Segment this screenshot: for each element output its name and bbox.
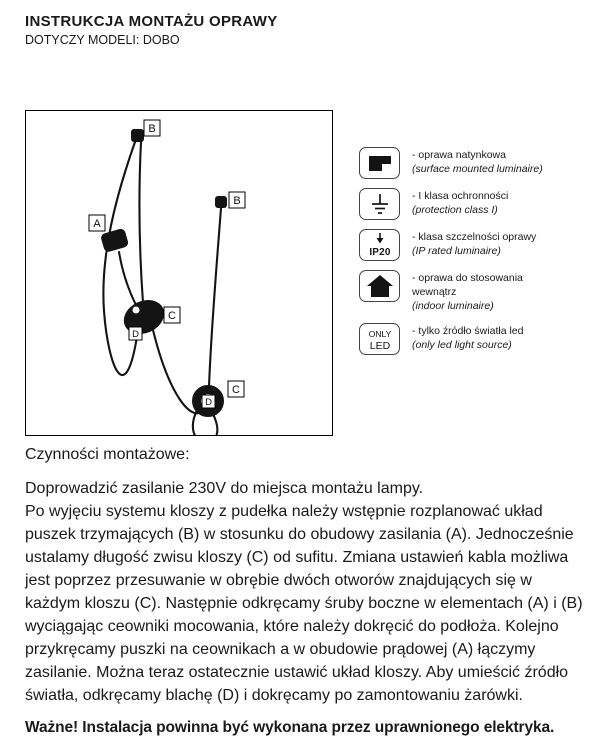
spec-line-en: (only led light source) [412,338,512,351]
label-B-top: B [143,119,161,137]
spec-line-en: (surface mounted luminaire) [412,162,543,175]
svg-text:D: D [205,397,212,408]
power-box [101,228,129,252]
house-icon [359,270,400,302]
surface-mount-icon [359,147,400,179]
spec-row-indoor: - oprawa do stosowania wewnątrz (indoor … [359,270,554,314]
label-C-lower: C [227,380,245,398]
svg-text:B: B [233,195,240,207]
instructions-paragraph: Doprowadzić zasilanie 230V do miejsca mo… [25,480,583,704]
assembly-diagram: A B B C C [25,110,333,436]
spec-line-pl: - klasa szczelności oprawy [412,231,537,243]
ceiling-anchor [131,129,144,142]
spec-line-en: (indoor luminaire) [412,299,494,312]
spec-text: - oprawa natynkowa (surface mounted lumi… [412,147,543,177]
svg-text:IP20: IP20 [369,247,391,258]
spec-row-ip-rating: IP20 - klasa szczelności oprawy (IP rate… [359,229,554,261]
label-C-upper: C [163,306,181,324]
page-title: INSTRUKCJA MONTAŻU OPRAWY [25,13,278,30]
middle-section: A B B C C [25,110,584,436]
cables [102,140,223,435]
spec-line-pl: - tylko źródło światła led [412,324,524,337]
cable-path [117,250,138,307]
svg-text:LED: LED [369,340,390,352]
warning-text: Ważne! Instalacja powinna być wykonana p… [25,719,555,736]
svg-text:ONLY: ONLY [368,329,391,339]
cable-path [138,140,145,305]
spec-row-protection-class: - I klasa ochronności (protection class … [359,188,554,220]
earth-ground-icon [359,188,400,220]
label-D-lower: D [201,394,216,409]
svg-text:D: D [132,329,139,340]
spec-text: - oprawa do stosowania wewnątrz (indoor … [412,270,554,314]
lamp-shade-upper [123,299,165,335]
spec-text: - klasa szczelności oprawy (IP rated lum… [412,229,536,259]
spec-text: - I klasa ochronności (protection class … [412,188,508,218]
cable-path [207,206,223,389]
spec-text: - tylko źródło światła led (only led lig… [412,323,523,353]
ip20-icon: IP20 [359,229,400,261]
spec-row-only-led: ONLY LED - tylko źródło światła led (onl… [359,322,554,355]
label-A: A [88,214,106,232]
instructions-section: Czynności montażowe: Doprowadzić zasilan… [25,446,584,737]
spec-line-pl: - I klasa ochronności [412,190,509,202]
diagram-labels: A B B C C [88,119,246,409]
spec-line-pl: - oprawa natynkowa [412,149,506,161]
section-heading: Czynności montażowe: [25,446,190,463]
lamp-drawing: A B B C C [88,119,246,435]
label-B-mid: B [228,191,246,209]
header: INSTRUKCJA MONTAŻU OPRAWY DOTYCZY MODELI… [25,13,584,47]
cable-path [102,140,140,376]
svg-text:C: C [168,310,176,322]
spec-line-en: (protection class I) [412,203,498,216]
cable-path [191,406,219,435]
ceiling-anchor [215,196,227,208]
spec-legend: - oprawa natynkowa (surface mounted lumi… [359,110,554,364]
svg-text:A: A [93,218,101,230]
only-led-icon: ONLY LED [359,322,400,355]
svg-text:C: C [232,384,240,396]
svg-text:B: B [148,123,155,135]
spec-line-pl: - oprawa do stosowania wewnątrz [412,272,523,298]
model-subtitle: DOTYCZY MODELI: DOBO [25,33,180,47]
spec-row-surface-mounted: - oprawa natynkowa (surface mounted lumi… [359,147,554,179]
spec-line-en: (IP rated luminaire) [412,244,501,257]
label-D-upper: D [128,326,143,341]
